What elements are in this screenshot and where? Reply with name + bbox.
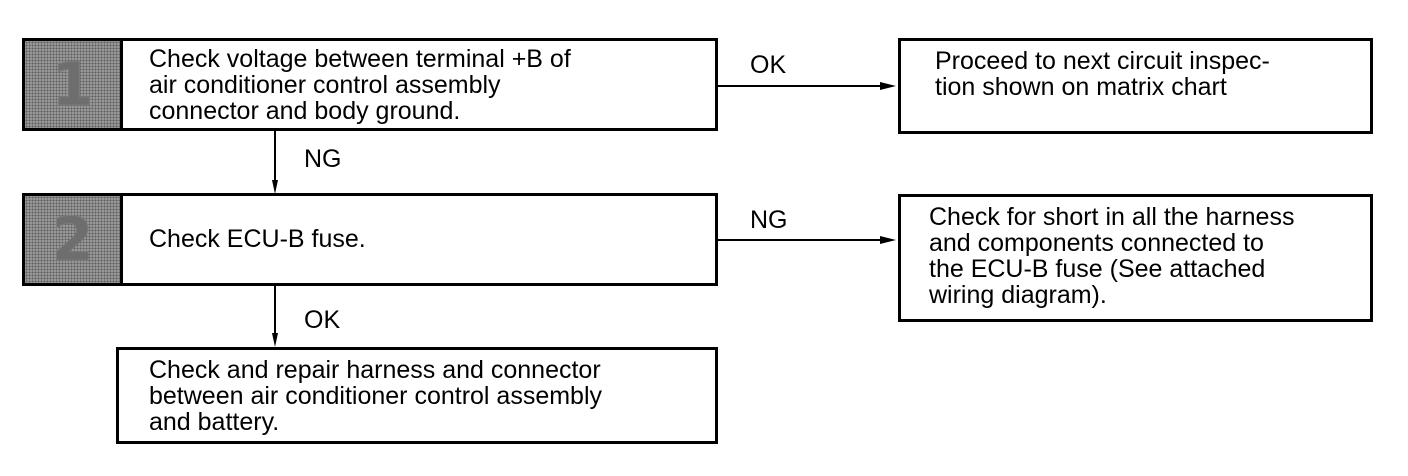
step-1-ok-result-text: Proceed to next circuit inspec- tion sho… bbox=[935, 47, 1270, 101]
step-2-box: 2 Check ECU-B fuse. bbox=[22, 193, 718, 286]
step-1-ok-label: OK bbox=[750, 51, 787, 79]
step-2-text: Check ECU-B fuse. bbox=[149, 225, 366, 253]
step-1-box: 1 Check voltage between terminal +B of a… bbox=[22, 38, 718, 131]
step-2-ok-connector bbox=[274, 286, 276, 336]
step-2-ok-result-box: Check and repair harness and connector b… bbox=[116, 347, 718, 444]
step-1-ok-result-box: Proceed to next circuit inspec- tion sho… bbox=[898, 38, 1373, 134]
step-2-ok-result-text: Check and repair harness and connector b… bbox=[149, 356, 603, 436]
step-1-ng-arrowhead bbox=[272, 180, 278, 194]
step-1-text: Check voltage between terminal +B of air… bbox=[149, 45, 571, 125]
step-2-ok-label: OK bbox=[304, 306, 341, 334]
step-1-number: 1 bbox=[51, 49, 94, 120]
step-2-number: 2 bbox=[51, 204, 94, 275]
step-1-ng-label: NG bbox=[304, 145, 342, 173]
step-1-ok-arrowhead bbox=[880, 82, 896, 90]
step-2-ng-result-box: Check for short in all the harness and c… bbox=[898, 194, 1373, 322]
step-1-number-block: 1 bbox=[25, 41, 123, 128]
step-2-ng-result-text: Check for short in all the harness and c… bbox=[929, 203, 1295, 309]
step-2-number-block: 2 bbox=[25, 196, 123, 283]
step-2-ok-arrowhead bbox=[272, 333, 278, 347]
step-2-ng-connector bbox=[718, 239, 882, 241]
step-2-ng-label: NG bbox=[750, 206, 788, 234]
step-2-ng-arrowhead bbox=[880, 236, 896, 244]
step-1-ok-connector bbox=[718, 85, 882, 87]
step-1-ng-connector bbox=[274, 131, 276, 183]
